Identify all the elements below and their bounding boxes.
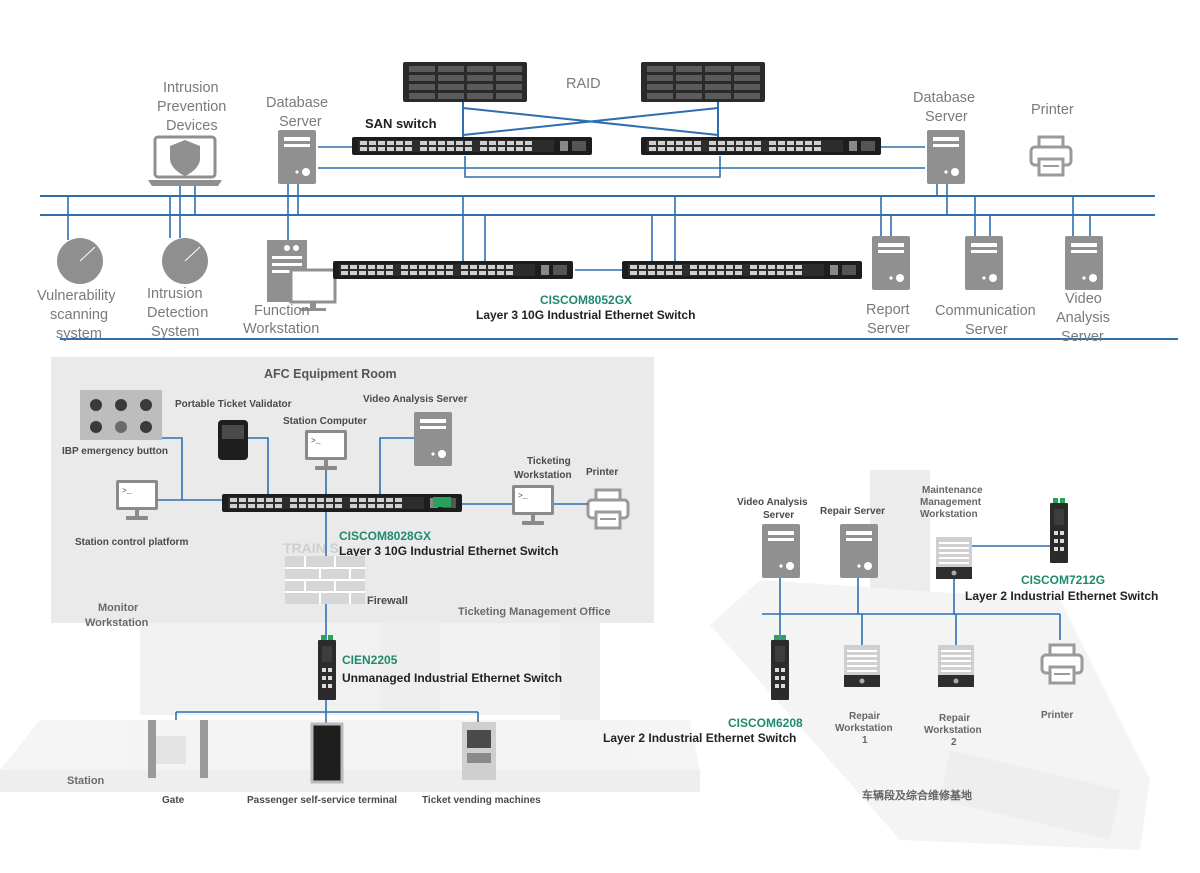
ciscom7212g-desc: Layer 2 Industrial Ethernet Switch bbox=[965, 589, 1158, 603]
top-network: RAID SAN switch Intrusion Prevention Dev… bbox=[37, 62, 1178, 345]
raid-storage-left bbox=[403, 62, 527, 102]
database-server-left-label: Database Server bbox=[266, 95, 332, 130]
communication-server bbox=[965, 236, 1003, 290]
report-server bbox=[872, 236, 910, 290]
intrusion-prevention-device bbox=[148, 135, 222, 186]
video-analysis-server-afc bbox=[414, 412, 452, 466]
train-sign: TRAIN S bbox=[283, 540, 339, 556]
ciscom7212g-model: CISCOM7212G bbox=[1021, 573, 1105, 587]
depot-caption: 车辆段及综合维修基地 bbox=[862, 788, 972, 802]
core-switch-right bbox=[622, 261, 862, 279]
vulnerability-scanner-sphere bbox=[56, 237, 104, 285]
ticket-vending-machine bbox=[462, 722, 496, 780]
ibp-emergency-button bbox=[80, 390, 162, 440]
printer-depot-label: Printer bbox=[1041, 710, 1073, 721]
video-analysis-server-top bbox=[1065, 236, 1103, 290]
ticketing-ws-label: Ticketing Workstation bbox=[514, 456, 574, 481]
printer-top-label: Printer bbox=[1031, 102, 1074, 118]
san-switch-label: SAN switch bbox=[365, 116, 437, 131]
control-platform-label: Station control platform bbox=[75, 537, 188, 548]
gate-label: Gate bbox=[162, 795, 185, 806]
ticket-office-label: Ticketing Management Office bbox=[458, 606, 611, 618]
portable-ticket-validator bbox=[218, 420, 248, 460]
afc-room-title: AFC Equipment Room bbox=[264, 367, 397, 381]
ips-label: Intrusion Prevention Devices bbox=[157, 80, 230, 134]
function-ws-label: Function Workstation bbox=[243, 303, 319, 337]
self-service-terminal bbox=[310, 722, 344, 784]
ciscom6208-switch bbox=[771, 635, 789, 700]
station-computer-label: Station Computer bbox=[283, 416, 367, 427]
tvm-label: Ticket vending machines bbox=[422, 795, 541, 806]
cien2205-switch bbox=[318, 635, 336, 700]
shield-icon bbox=[170, 140, 200, 176]
san-switch-left bbox=[352, 137, 592, 155]
db-right-links bbox=[936, 184, 948, 215]
depot-section: Video Analysis Server Repair Server Main… bbox=[603, 470, 1158, 850]
database-server-right-label: Database Server bbox=[913, 90, 979, 125]
san-cross-links bbox=[462, 102, 719, 138]
core-switch-desc: Layer 3 10G Industrial Ethernet Switch bbox=[476, 308, 695, 322]
repair-ws2-label: Repair Workstation 2 bbox=[924, 713, 984, 748]
ids-label: Intrusion Detection System bbox=[147, 286, 212, 340]
core-switch-left bbox=[333, 261, 573, 279]
gate bbox=[148, 720, 208, 778]
monitor-ws-label: Monitor Workstation bbox=[85, 602, 149, 629]
maintenance-label: Maintenance Management Workstation bbox=[920, 485, 985, 520]
printer-top bbox=[1029, 135, 1073, 177]
core-switch-links bbox=[462, 196, 676, 271]
ciscom7212g-switch bbox=[1050, 498, 1068, 563]
station-section: AFC Equipment Room IBP emergency button … bbox=[0, 357, 700, 806]
repair-server bbox=[840, 524, 878, 578]
firewall-label: Firewall bbox=[367, 595, 408, 607]
portable-label: Portable Ticket Validator bbox=[175, 399, 292, 410]
san-switch-right bbox=[641, 137, 881, 155]
video-afc-label: Video Analysis Server bbox=[363, 394, 468, 405]
video-depot-label: Video Analysis Server bbox=[737, 497, 810, 521]
cien2205-model: CIEN2205 bbox=[342, 653, 398, 667]
repair-ws1-label: Repair Workstation 1 bbox=[835, 711, 895, 746]
communication-server-label: Communication Server bbox=[935, 303, 1040, 338]
afc-switch-terminal bbox=[433, 497, 451, 507]
repair-server-label: Repair Server bbox=[820, 506, 885, 517]
ciscom6208-model: CISCOM6208 bbox=[728, 716, 803, 730]
database-server-right bbox=[927, 130, 965, 184]
self-service-label: Passenger self-service terminal bbox=[247, 795, 397, 806]
ibp-label: IBP emergency button bbox=[62, 446, 168, 457]
vulnerability-label: Vulnerability scanning system bbox=[37, 288, 119, 342]
station-label: Station bbox=[67, 775, 105, 787]
repair-workstation-1 bbox=[844, 645, 880, 687]
core-switch-model: CISCOM8052GX bbox=[540, 293, 632, 307]
database-server-left bbox=[278, 130, 316, 184]
depot-links bbox=[779, 545, 1061, 645]
raid-label: RAID bbox=[566, 76, 601, 92]
maintenance-workstation bbox=[936, 537, 972, 579]
intrusion-detection-sphere bbox=[161, 237, 209, 285]
raid-storage-right bbox=[641, 62, 765, 102]
afc-switch-model: CISCOM8028GX bbox=[339, 529, 431, 543]
ips-links bbox=[67, 186, 196, 240]
cien2205-desc: Unmanaged Industrial Ethernet Switch bbox=[342, 671, 562, 685]
afc-links bbox=[158, 437, 588, 565]
depot-backdrop bbox=[710, 470, 1150, 850]
san-server-links bbox=[318, 146, 925, 178]
printer-afc-label: Printer bbox=[586, 467, 618, 478]
report-server-label: Report Server bbox=[866, 302, 914, 337]
video-analysis-server-depot bbox=[762, 524, 800, 578]
edge-links bbox=[175, 700, 479, 725]
repair-workstation-2 bbox=[938, 645, 974, 687]
afc-switch bbox=[222, 494, 462, 512]
video-server-top-label: Video Analysis Server bbox=[1056, 291, 1114, 345]
firewall bbox=[285, 556, 365, 604]
right-server-links bbox=[880, 196, 1091, 236]
ciscom6208-desc: Layer 2 Industrial Ethernet Switch bbox=[603, 731, 796, 745]
function-workstation bbox=[267, 240, 337, 311]
db-left-links bbox=[287, 184, 299, 240]
afc-switch-desc: Layer 3 10G Industrial Ethernet Switch bbox=[339, 544, 558, 558]
